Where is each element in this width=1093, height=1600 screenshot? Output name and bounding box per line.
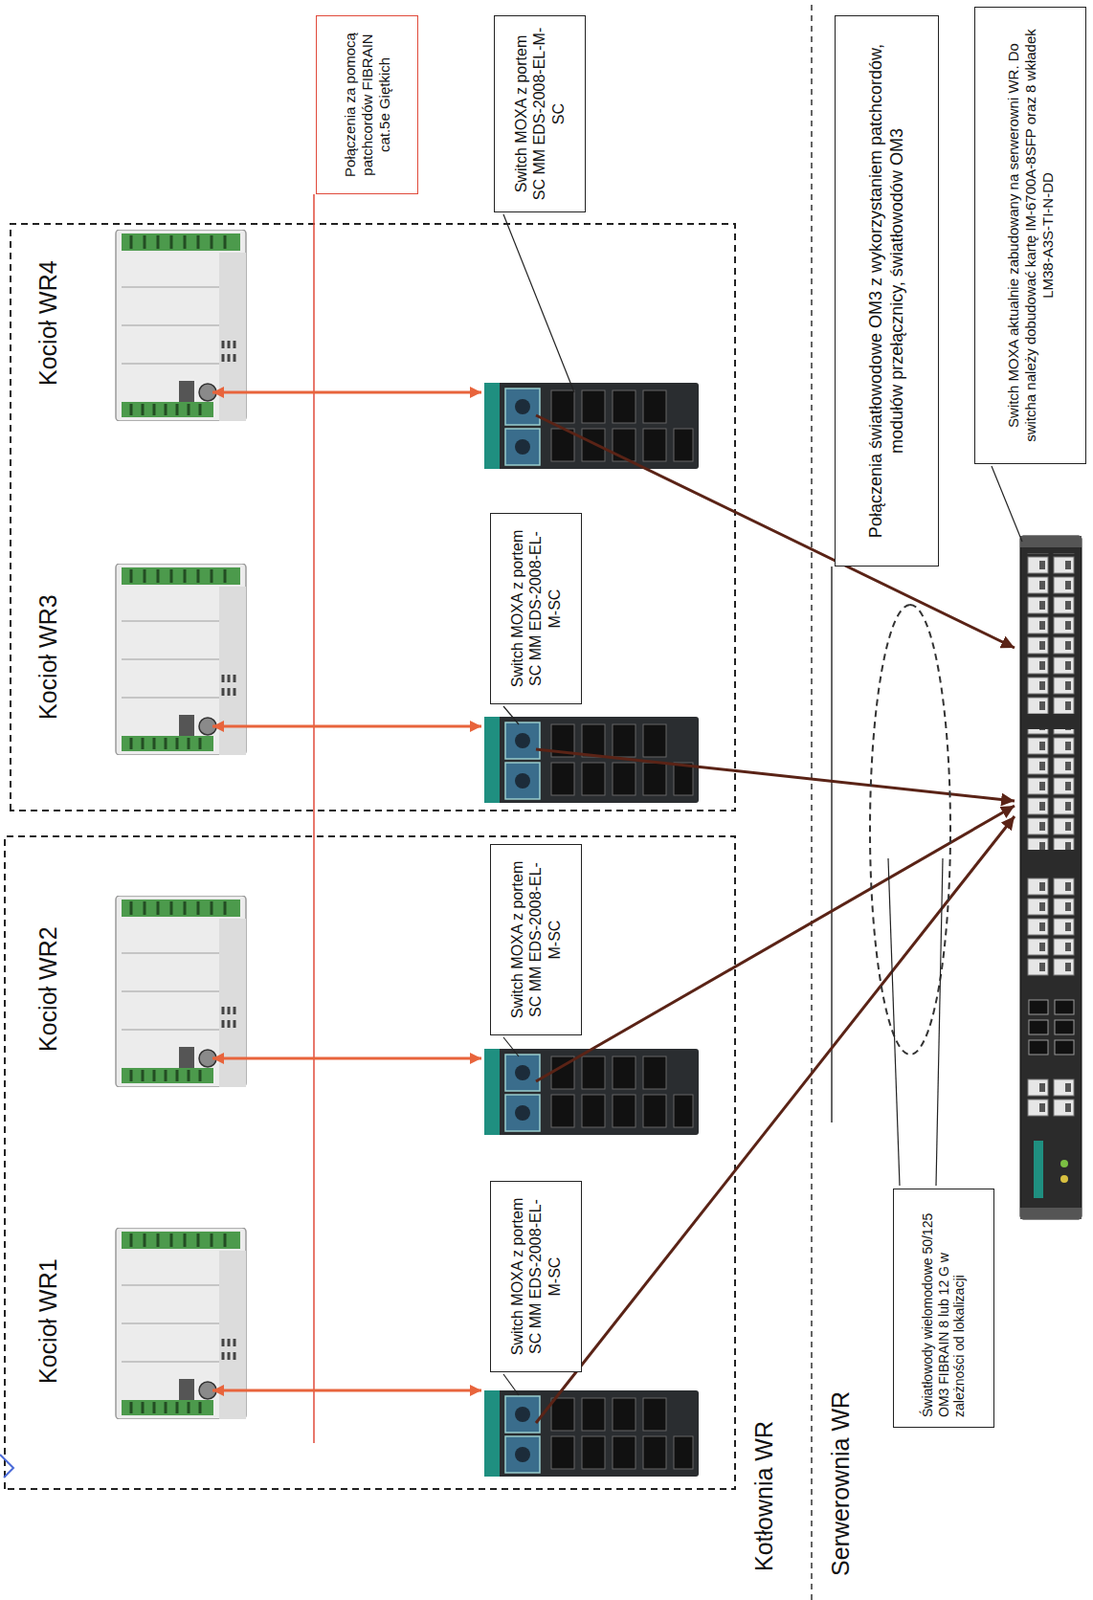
fibre-arrow	[535, 805, 1015, 1082]
copper-links	[212, 392, 482, 1391]
boiler-label: Kocioł WR2	[34, 926, 63, 1052]
patchcord-boundary	[312, 194, 315, 1444]
callout-box: Switch MOXA z portem SC MM EDS-2008-EL-M…	[490, 1181, 582, 1373]
boiler-room-zone	[10, 223, 736, 811]
leader-line	[936, 858, 943, 1186]
sfp-group	[1026, 997, 1078, 1058]
moxa-switch	[484, 382, 699, 469]
port-group	[1026, 1077, 1078, 1118]
rack-ear	[1020, 1207, 1082, 1220]
callout-text: Switch MOXA z portem SC MM EDS-2008-EL-M…	[508, 1191, 564, 1362]
boiler-label: Kocioł WR3	[34, 594, 63, 720]
callout-box: Switch MOXA aktualnie zabudowany na serw…	[974, 6, 1087, 465]
boiler-label: Kocioł WR1	[34, 1258, 63, 1384]
boiler-label: Kocioł WR4	[34, 260, 63, 386]
status-led	[1060, 1175, 1069, 1183]
patchcord-arrow	[212, 725, 482, 729]
port-group	[1026, 877, 1078, 979]
callout-text: Switch MOXA aktualnie zabudowany na serw…	[1004, 17, 1057, 454]
brand-strip	[1033, 1140, 1044, 1199]
leader-line	[503, 706, 519, 725]
callout-text: Połączenia światłowodowe OM3 z wykorzyst…	[866, 25, 908, 557]
divider-line	[830, 566, 833, 1123]
fibre-links	[535, 415, 1015, 1424]
callout-box: Połączenia światłowodowe OM3 z wykorzyst…	[834, 15, 939, 567]
callout-box: Połączenia za pomocą patchcordów FIBRAIN…	[315, 15, 419, 195]
room-label: Kotłownia WR	[750, 1421, 779, 1572]
rack-switch-body	[1020, 535, 1082, 1220]
callout-text: Switch MOXA z portem SC MM EDS-2008-EL-M…	[508, 523, 564, 694]
leader-line	[888, 858, 900, 1186]
callout-box: Switch MOXA z portem SC MM EDS-2008-EL-M…	[493, 15, 586, 213]
patchcord-arrow	[212, 1057, 482, 1061]
callout-text: Switch MOXA z portem SC MM EDS-2008-EL-M…	[508, 854, 564, 1026]
fibre-bundle-marker	[869, 604, 951, 1055]
callout-text: Światłowody wielomodowe 50/125 OM3 FIBRA…	[919, 1199, 968, 1418]
callout-text: Połączenia za pomocą patchcordów FIBRAIN…	[341, 25, 394, 184]
server-switch	[1020, 535, 1082, 1220]
leader-line	[503, 214, 575, 393]
fibre-arrow	[535, 749, 1015, 802]
patchcord-arrow	[212, 1389, 482, 1393]
callout-box: Switch MOXA z portem SC MM EDS-2008-EL-M…	[490, 844, 582, 1036]
room-divider	[810, 0, 813, 1600]
leader-line	[991, 466, 1023, 542]
moxa-switch	[484, 1390, 699, 1477]
boiler-room-zone	[4, 836, 736, 1490]
fibre-arrow	[535, 816, 1015, 1424]
callout-box: Switch MOXA z portem SC MM EDS-2008-EL-M…	[490, 513, 582, 705]
patchcord-arrow	[212, 391, 482, 395]
moxa-switch	[484, 716, 699, 804]
rack-ear	[1020, 535, 1082, 548]
port-group	[1026, 729, 1078, 850]
moxa-switch	[484, 1048, 699, 1136]
leader-line	[503, 1037, 519, 1057]
leader-line	[503, 1374, 519, 1396]
status-led	[1060, 1159, 1069, 1168]
port-group	[1026, 553, 1078, 714]
room-label: Serwerownia WR	[826, 1391, 855, 1577]
check-mark	[0, 1454, 14, 1478]
callout-text: Switch MOXA z portem SC MM EDS-2008-EL-M…	[512, 25, 568, 202]
fibre-arrow	[535, 415, 1015, 648]
callout-box: Światłowody wielomodowe 50/125 OM3 FIBRA…	[892, 1188, 995, 1428]
